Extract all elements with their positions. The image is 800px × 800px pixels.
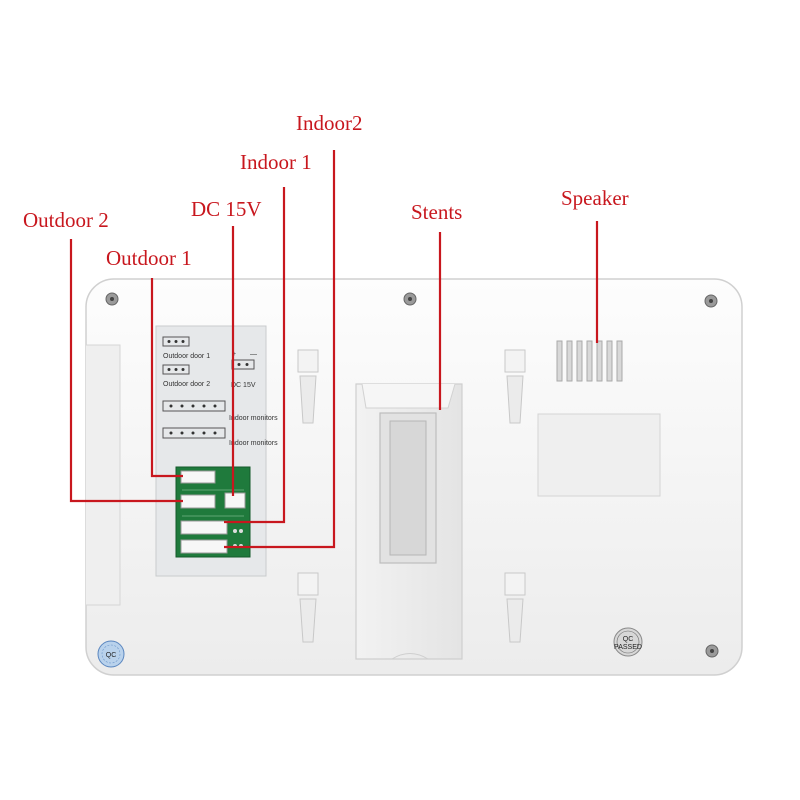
- sticker-indoor-monitors-b: Indoor monitors: [229, 440, 278, 447]
- indoor-1-callout-line: [224, 187, 286, 524]
- callout-lines: [69, 150, 599, 549]
- svg-text:PASSED: PASSED: [614, 644, 642, 651]
- dc-15v-connector: [224, 492, 246, 509]
- indoor-2-connector: [180, 539, 228, 554]
- mounting-hook: [504, 572, 526, 643]
- qc-passed-seal: QC PASSED: [613, 627, 643, 657]
- svg-text:QC: QC: [106, 652, 117, 659]
- sticker-indoor-monitors-a: Indoor monitors: [229, 415, 278, 422]
- sticker-minus: —: [250, 351, 257, 358]
- screw-icon: [705, 644, 719, 658]
- stents-label: Stents: [411, 200, 463, 224]
- speaker-label: Speaker: [561, 186, 629, 210]
- outdoor-1-callout-line: [150, 278, 183, 478]
- speaker-grille: [556, 340, 623, 382]
- outdoor-1-connector: [180, 470, 216, 484]
- outdoor-2-connector: [180, 494, 216, 509]
- sticker-outdoor-door-1: Outdoor door 1: [163, 353, 210, 360]
- outdoor-2-label: Outdoor 2: [23, 208, 109, 232]
- qc-seal-blue: QC: [97, 640, 125, 668]
- screw-icon: [704, 294, 718, 308]
- stand: [355, 383, 463, 660]
- dc-15v-label: DC 15V: [191, 197, 262, 221]
- sticker-dc-15v: DC 15V: [231, 382, 256, 389]
- outdoor-2-callout-line: [69, 239, 183, 503]
- mounting-hook: [297, 349, 319, 424]
- sticker-outdoor-door-2: Outdoor door 2: [163, 381, 210, 388]
- indoor-2-callout-line: [224, 150, 336, 549]
- mounting-hook: [504, 349, 526, 424]
- label-recess: [537, 413, 661, 497]
- screw-icon: [403, 292, 417, 306]
- mounting-hook: [297, 572, 319, 643]
- screw-icon: [105, 292, 119, 306]
- svg-text:QC: QC: [623, 636, 634, 643]
- connector-board: [175, 466, 251, 558]
- indoor-1-label: Indoor 1: [240, 150, 312, 174]
- outdoor-1-label: Outdoor 1: [106, 246, 192, 270]
- indoor-1-connector: [180, 520, 228, 535]
- indoor-2-label: Indoor2: [296, 111, 363, 135]
